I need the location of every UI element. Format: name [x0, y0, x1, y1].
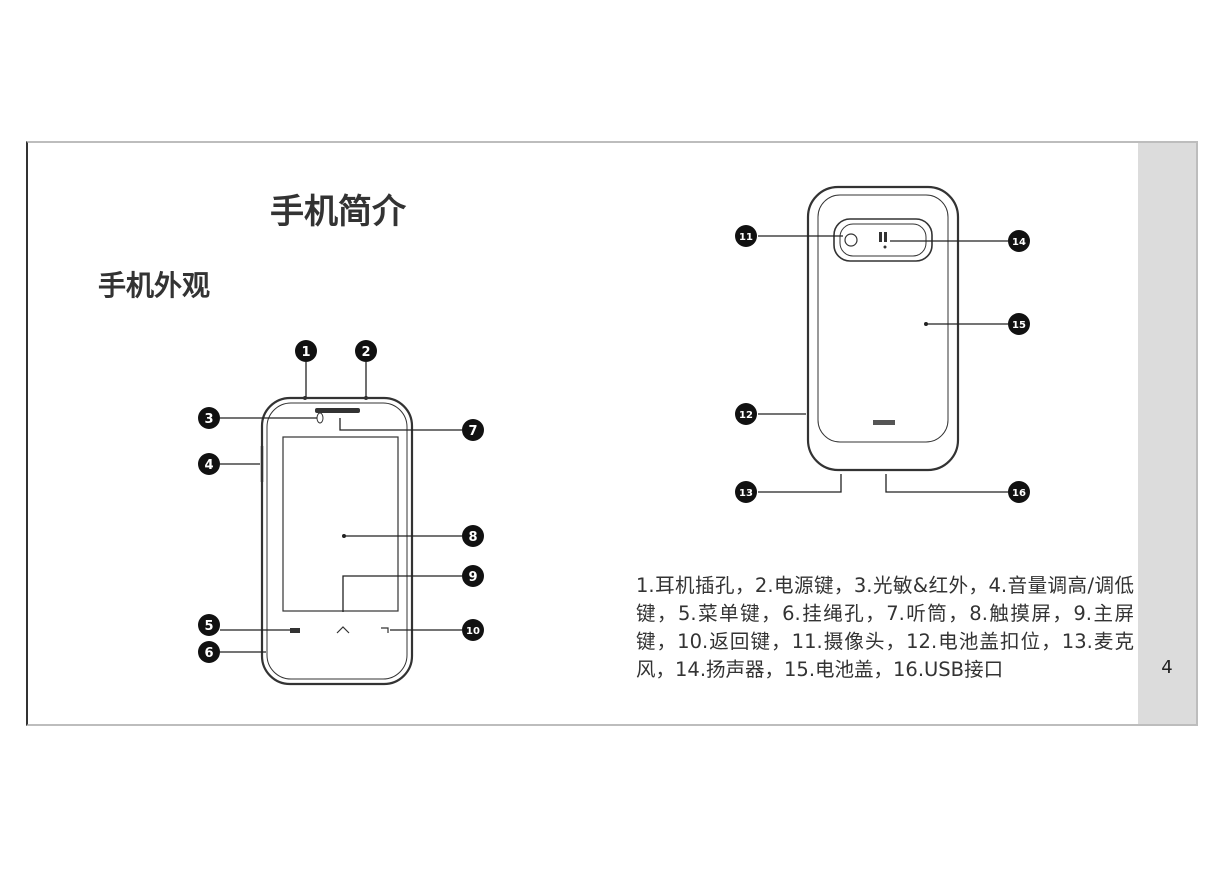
callout-10: 10: [462, 619, 484, 641]
callout-5: 5: [198, 614, 220, 636]
callout-4: 4: [198, 453, 220, 475]
callout-13: 13: [735, 481, 757, 503]
callout-14: 14: [1008, 230, 1030, 252]
svg-text:8: 8: [468, 530, 477, 545]
svg-text:14: 14: [1012, 237, 1026, 248]
svg-text:4: 4: [204, 458, 213, 473]
svg-text:15: 15: [1012, 320, 1026, 331]
callout-12: 12: [735, 403, 757, 425]
svg-text:5: 5: [204, 619, 213, 634]
section-title: 手机外观: [98, 269, 211, 302]
svg-text:11: 11: [739, 232, 753, 243]
svg-text:13: 13: [739, 488, 753, 499]
page-sidebar: [1138, 143, 1196, 724]
svg-text:7: 7: [468, 424, 477, 439]
callout-15: 15: [1008, 313, 1030, 335]
callout-3: 3: [198, 407, 220, 429]
page-number: 4: [1161, 657, 1173, 678]
callout-2: 2: [355, 340, 377, 362]
svg-text:2: 2: [361, 345, 370, 360]
svg-text:3: 3: [204, 412, 213, 427]
svg-text:6: 6: [204, 646, 213, 661]
callout-7: 7: [462, 419, 484, 441]
callout-8: 8: [462, 525, 484, 547]
svg-text:16: 16: [1012, 488, 1026, 499]
page-title: 手机简介: [270, 192, 406, 232]
callout-16: 16: [1008, 481, 1030, 503]
page-frame: [26, 141, 1198, 726]
callout-6: 6: [198, 641, 220, 663]
phone-front-illustration: [260, 396, 414, 686]
callout-1: 1: [295, 340, 317, 362]
callout-11: 11: [735, 225, 757, 247]
svg-text:9: 9: [468, 570, 477, 585]
svg-text:12: 12: [739, 410, 753, 421]
svg-text:10: 10: [466, 626, 480, 637]
phone-back-illustration: [806, 185, 960, 472]
svg-text:1: 1: [301, 345, 310, 360]
callout-9: 9: [462, 565, 484, 587]
parts-description: 1.耳机插孔，2.电源键，3.光敏&红外，4.音量调高/调低键，5.菜单键，6.…: [636, 574, 1134, 681]
